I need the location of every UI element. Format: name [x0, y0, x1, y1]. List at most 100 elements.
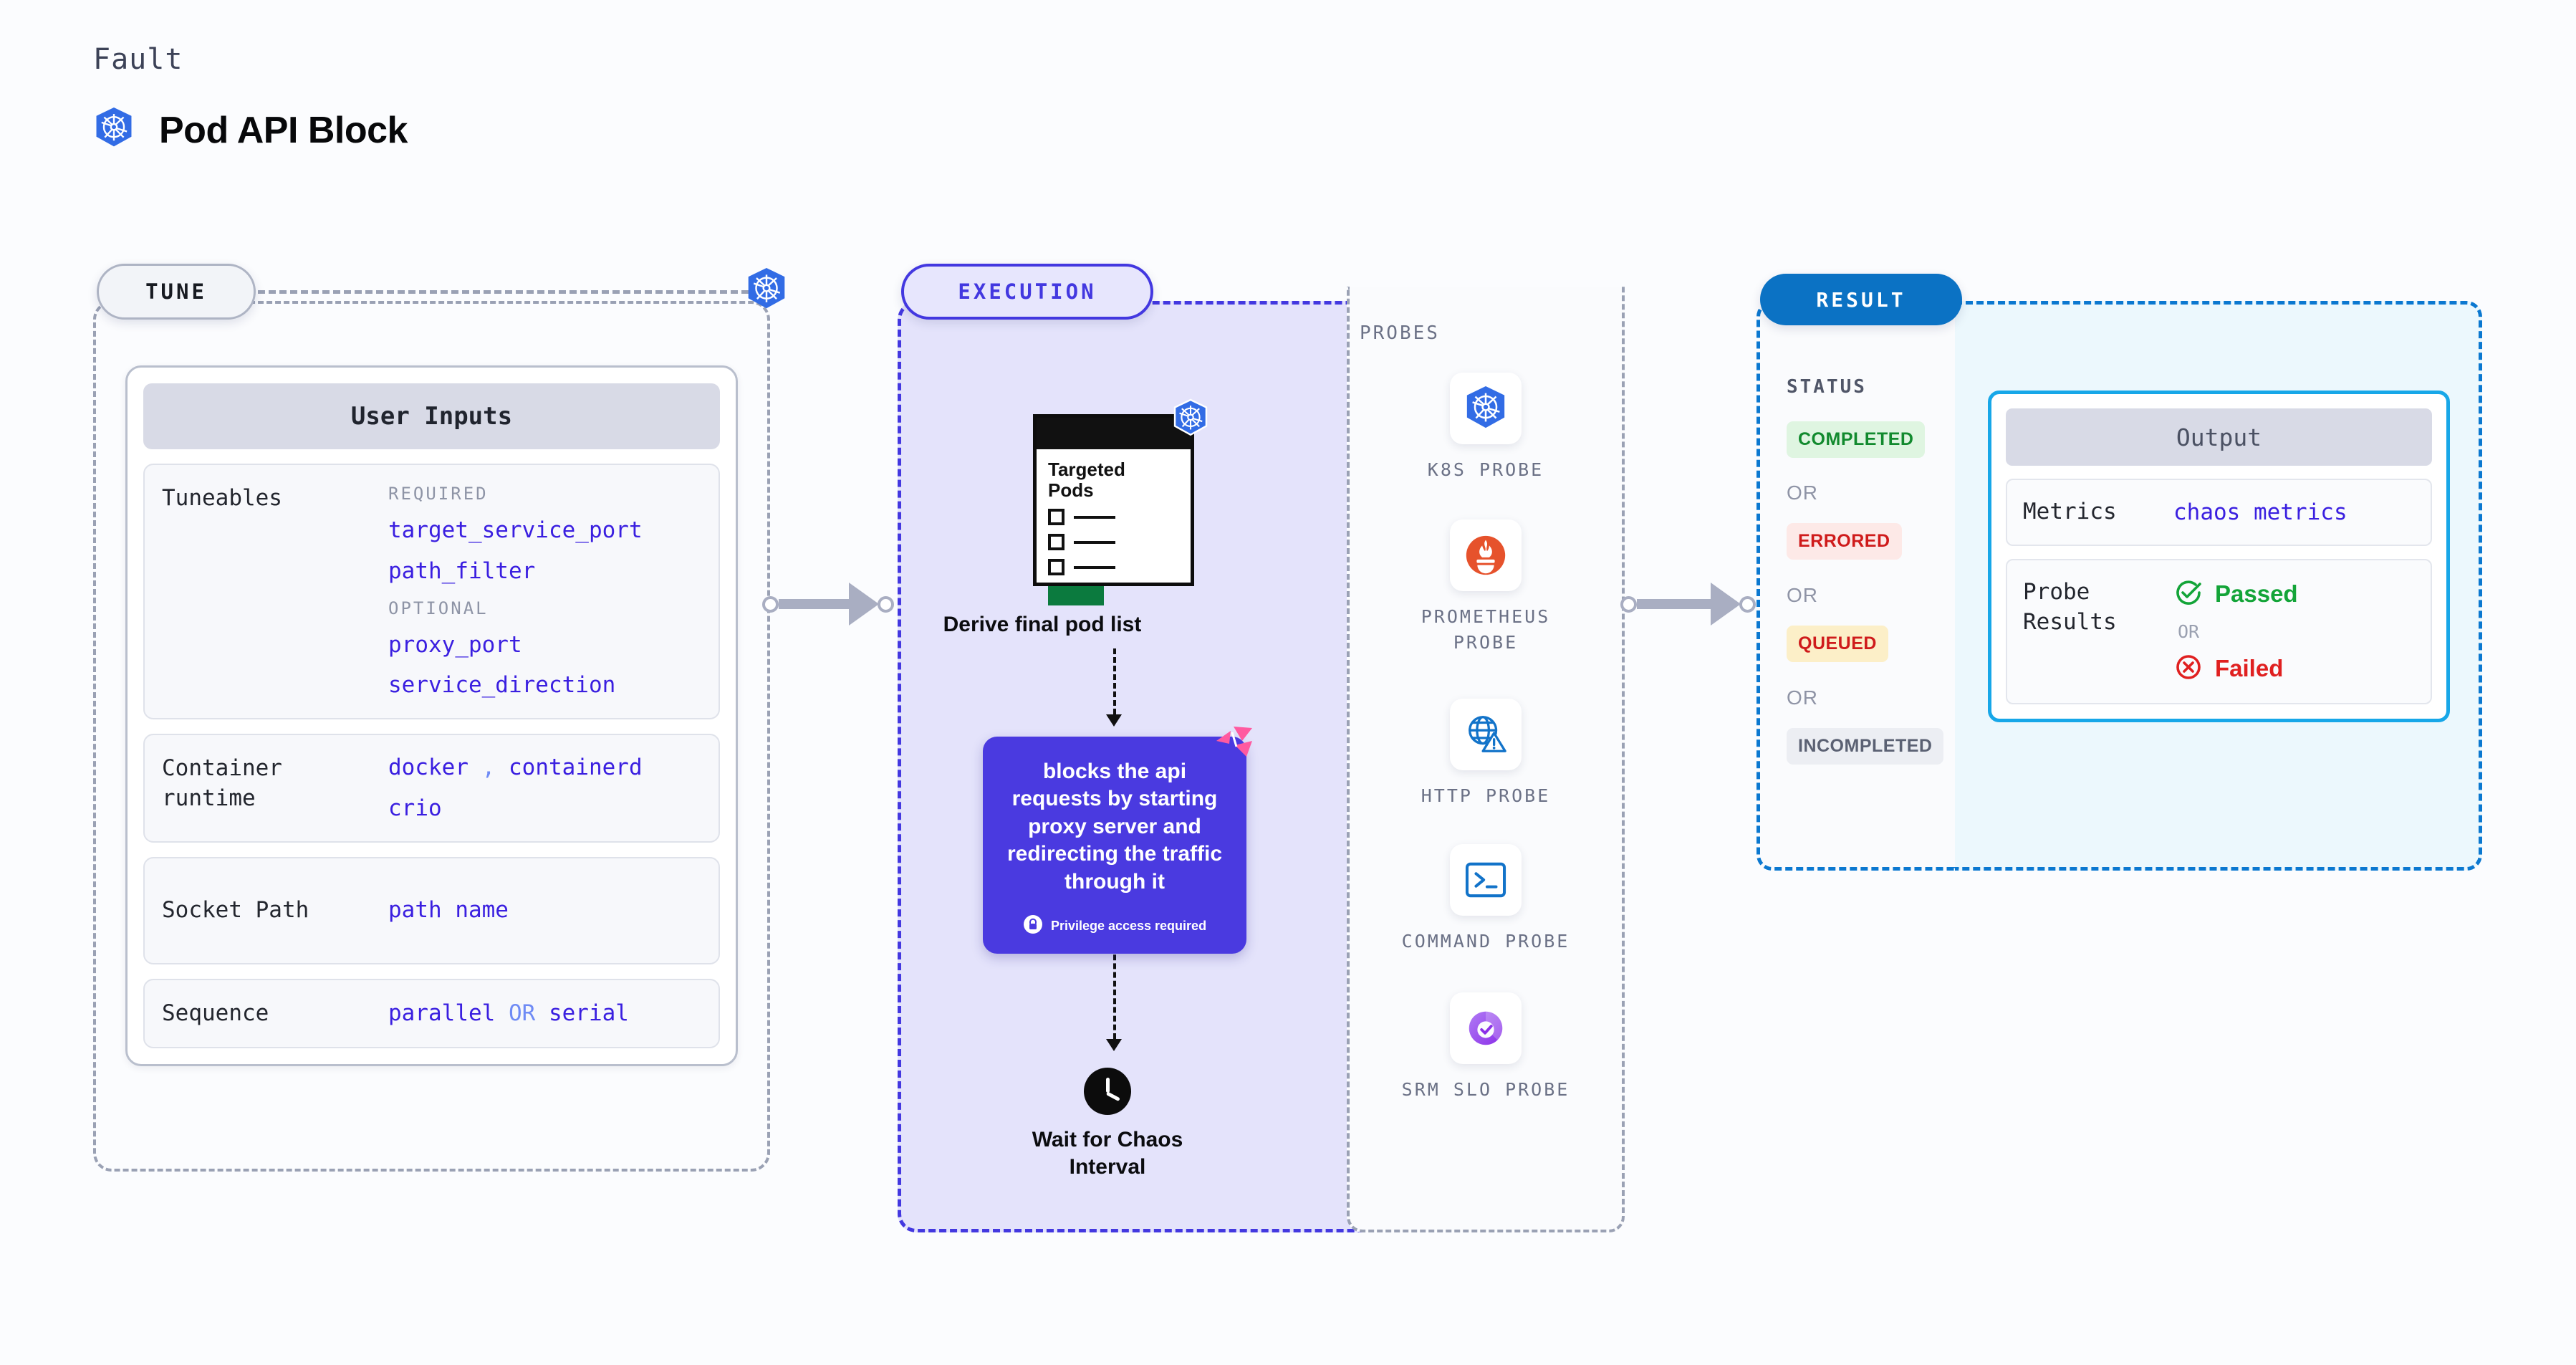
status-bar [1048, 586, 1104, 606]
flow-line [1113, 946, 1116, 1039]
probe-label: SRM SLO PROBE [1401, 1079, 1570, 1100]
srm-slo-icon [1450, 992, 1522, 1064]
probe-label: HTTP PROBE [1421, 785, 1551, 806]
probe-item-http[interactable]: HTTP PROBE [1395, 699, 1576, 809]
flow-arrowhead [1106, 714, 1122, 727]
runtime-crio: crio [388, 795, 442, 821]
metrics-label: Metrics [2023, 499, 2117, 525]
check-circle-icon [2173, 578, 2203, 611]
targeted-pods-card: Targeted Pods [1033, 414, 1194, 606]
status-badge-errored: ERRORED [1787, 523, 1902, 560]
sequence-or: OR [508, 1000, 536, 1027]
output-title: Output [2006, 408, 2432, 466]
probe-item-k8s[interactable]: K8S PROBE [1395, 373, 1576, 483]
connector-dot [762, 595, 779, 613]
probe-result-or: OR [2178, 621, 2200, 642]
lock-icon [1023, 914, 1043, 938]
connector-dot [878, 595, 894, 613]
connector-line [779, 599, 850, 609]
passed-label: Passed [2215, 580, 2298, 608]
tune-pill: TUNE [97, 264, 256, 320]
socket-path-value: path name [388, 897, 509, 924]
tuneable-service-direction: service_direction [388, 672, 616, 699]
tuneables-row: Tuneables REQUIRED target_service_port p… [143, 464, 720, 719]
status-or-3: OR [1787, 686, 1818, 709]
failed-label: Failed [2215, 655, 2284, 682]
checkbox-icon [1048, 559, 1064, 576]
pod-list-item [1048, 509, 1179, 526]
probe-item-srm-slo[interactable]: SRM SLO PROBE [1395, 992, 1576, 1103]
user-inputs-card: User Inputs Tuneables REQUIRED target_se… [125, 365, 738, 1067]
prometheus-icon [1450, 519, 1522, 591]
probes-title: PROBES [1360, 322, 1440, 344]
connector-arrowhead [849, 583, 879, 626]
checkbox-icon [1048, 534, 1064, 551]
terminal-icon [1450, 844, 1522, 916]
user-inputs-title: User Inputs [143, 383, 720, 449]
socket-path-row: Socket Path path name [143, 856, 720, 964]
container-runtime-row: Container runtime docker , containerd cr… [143, 734, 720, 843]
metrics-row: Metrics chaos metrics [2006, 479, 2432, 546]
page-header: Fault Pod API Block [93, 43, 408, 154]
targeted-pods-title: Targeted Pods [1048, 459, 1125, 501]
metrics-value: chaos metrics [2173, 499, 2347, 525]
action-description-card: blocks the api requests by starting prox… [983, 727, 1252, 954]
optional-tag: OPTIONAL [388, 598, 489, 618]
probe-results-label: Probe Results [2023, 578, 2117, 635]
kubernetes-icon [1172, 398, 1209, 442]
flow-arrowhead [1106, 1039, 1122, 1051]
action-description-text: blocks the api requests by starting prox… [1006, 760, 1223, 894]
clock-icon [1084, 1068, 1131, 1115]
checkbox-icon [1048, 509, 1064, 526]
connector-arrowhead [1711, 583, 1741, 626]
tuneable-path-filter: path_filter [388, 557, 536, 584]
status-or-2: OR [1787, 584, 1818, 606]
connector-line [1637, 599, 1712, 609]
output-card: Output Metrics chaos metrics Probe Resul… [1988, 391, 2450, 722]
derive-pod-list-label: Derive final pod list [943, 613, 1142, 636]
probe-item-command[interactable]: COMMAND PROBE [1395, 844, 1576, 954]
probe-label: COMMAND PROBE [1401, 931, 1570, 952]
pod-list-item [1048, 559, 1179, 576]
probe-results-row: Probe Results Passed OR Failed [2006, 558, 2432, 704]
status-badge-completed: COMPLETED [1787, 421, 1926, 458]
socket-path-label: Socket Path [162, 896, 309, 923]
connector-tune-to-execution [762, 583, 905, 626]
sequence-serial: serial [548, 1000, 629, 1027]
required-tag: REQUIRED [388, 484, 489, 504]
kubernetes-icon [745, 267, 788, 316]
sequence-label: Sequence [162, 1000, 269, 1026]
connector-dot [1620, 595, 1637, 613]
probes-subpanel [1347, 287, 1625, 1232]
tune-dashed-connector [258, 290, 759, 294]
probe-label: PROMETHEUS PROBE [1421, 606, 1551, 653]
http-globe-warning-icon [1450, 699, 1522, 770]
tune-panel [93, 301, 770, 1172]
status-title: STATUS [1787, 376, 1867, 398]
card-titlebar [1037, 418, 1191, 449]
execution-pill: EXECUTION [901, 264, 1153, 320]
list-line [1074, 540, 1115, 544]
privilege-note: Privilege access required [1050, 918, 1207, 933]
runtime-separator: , [481, 755, 496, 780]
probe-result-failed: Failed [2173, 652, 2298, 686]
x-circle-icon [2173, 652, 2203, 686]
wait-for-chaos-interval-label: Wait for Chaos Interval [1032, 1128, 1183, 1179]
probe-result-passed: Passed [2173, 578, 2298, 611]
status-badge-queued: QUEUED [1787, 626, 1888, 662]
kubernetes-icon [93, 106, 135, 154]
fault-kicker: Fault [93, 43, 183, 76]
result-status-panel [1756, 301, 1957, 871]
litmus-logo-icon [1215, 725, 1255, 766]
pod-list-item [1048, 534, 1179, 551]
runtime-docker: docker [388, 755, 468, 780]
page-title: Pod API Block [159, 109, 408, 151]
container-runtime-label: Container runtime [162, 755, 282, 811]
list-line [1074, 565, 1115, 569]
result-pill: RESULT [1760, 274, 1962, 325]
status-or-1: OR [1787, 482, 1818, 504]
probe-item-prometheus[interactable]: PROMETHEUS PROBE [1395, 519, 1576, 656]
probe-label: K8S PROBE [1427, 459, 1544, 480]
kubernetes-icon [1450, 373, 1522, 444]
tuneable-proxy-port: proxy_port [388, 631, 522, 658]
